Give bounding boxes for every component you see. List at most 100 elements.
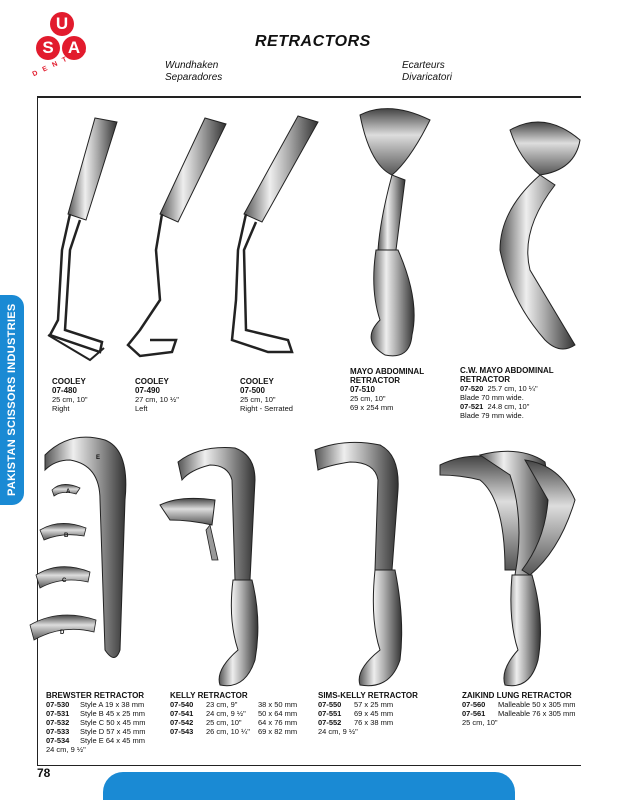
- variant-row: 07-533 Style D 57 x 45 mm: [46, 727, 145, 736]
- variant-desc: Malleable 50 x 305 mm: [498, 700, 576, 709]
- variant-dim: 38 x 50 mm: [258, 700, 298, 709]
- product-code: 07-520: [460, 384, 484, 393]
- brewster-letter-e: E: [96, 455, 101, 461]
- variant-row: 07-543 26 cm, 10 ¼" 69 x 82 mm: [170, 727, 297, 736]
- product-note: Left: [135, 404, 148, 413]
- product-code: 07-531: [46, 709, 70, 718]
- brewster-letter-b: B: [64, 533, 69, 539]
- variant-dim: 69 x 82 mm: [258, 727, 298, 736]
- cooley-490-illustration: [126, 117, 227, 358]
- variant-size: 26 cm, 10 ¼": [206, 727, 250, 736]
- cw-mayo-illustration: [499, 121, 581, 350]
- product-size: 24.8 cm, 10": [487, 402, 530, 411]
- variant-size: 23 cm, 9": [206, 700, 238, 709]
- variant-dim: 50 x 64 mm: [258, 709, 298, 718]
- title-german: Wundhaken: [165, 60, 219, 71]
- variant-desc: Style B 45 x 25 mm: [80, 709, 146, 718]
- product-size: 27 cm, 10 ½": [135, 395, 179, 404]
- variant-row: 07-530 Style A 19 x 38 mm: [46, 700, 145, 709]
- title-french: Ecarteurs: [402, 60, 445, 71]
- product-size: 25 cm, 10": [462, 718, 498, 727]
- product-name: COOLEY: [240, 377, 274, 386]
- logo-letter-a: A: [62, 36, 86, 60]
- product-code: 07-561: [462, 709, 486, 718]
- page-title: RETRACTORS: [255, 33, 371, 50]
- zaikind-illustration: [439, 450, 576, 687]
- product-name: KELLY RETRACTOR: [170, 691, 248, 700]
- header-rule: [37, 96, 581, 98]
- brewster-label: BREWSTER RETRACTOR 07-530 Style A 19 x 38…: [46, 691, 145, 754]
- sims-kelly-illustration: [314, 441, 403, 687]
- variant-desc: Style A 19 x 38 mm: [80, 700, 145, 709]
- cooley-500-label: COOLEY 07-500 25 cm, 10" Right - Serrate…: [240, 377, 293, 413]
- kelly-illustration: [159, 447, 259, 687]
- product-note: Blade 70 mm wide.: [460, 393, 524, 402]
- mayo-label: MAYO ABDOMINAL RETRACTOR 07-510 25 cm, 1…: [350, 367, 424, 412]
- product-code: 07-521: [460, 402, 484, 411]
- product-size: 24 cm, 9 ½": [46, 745, 86, 754]
- brewster-letter-a: A: [66, 489, 71, 495]
- product-code: 07-540: [170, 700, 194, 709]
- product-code: 07-534: [46, 736, 70, 745]
- product-code: 07-533: [46, 727, 70, 736]
- product-code: 07-532: [46, 718, 70, 727]
- product-name-2: RETRACTOR: [350, 376, 401, 385]
- cooley-500-illustration: [230, 115, 319, 354]
- cooley-490-label: COOLEY 07-490 27 cm, 10 ½" Left: [135, 377, 179, 413]
- variant-row: 07-531 Style B 45 x 25 mm: [46, 709, 145, 718]
- variant-row: 07-520 25.7 cm, 10 ¼": [460, 384, 554, 393]
- variant-row: 07-540 23 cm, 9" 38 x 50 mm: [170, 700, 297, 709]
- product-name: MAYO ABDOMINAL: [350, 367, 425, 376]
- product-name: COOLEY: [52, 377, 86, 386]
- title-spanish: Separadores: [165, 72, 223, 83]
- kelly-label: KELLY RETRACTOR 07-540 23 cm, 9" 38 x 50 m…: [170, 691, 297, 736]
- variant-size: 24 cm, 9 ½": [206, 709, 246, 718]
- product-code: 07-543: [170, 727, 194, 736]
- product-name: COOLEY: [135, 377, 169, 386]
- product-size: 24 cm, 9 ½": [318, 727, 358, 736]
- variant-dim: 64 x 76 mm: [258, 718, 298, 727]
- bottom-tab: [103, 772, 515, 800]
- product-code: 07-510: [350, 385, 375, 394]
- product-code: 07-560: [462, 700, 486, 709]
- brewster-illustration: [29, 436, 127, 658]
- product-code: 07-542: [170, 718, 194, 727]
- usa-dental-logo: U S A DENTAL: [22, 12, 100, 92]
- product-code: 07-500: [240, 386, 265, 395]
- product-name: BREWSTER RETRACTOR: [46, 691, 145, 700]
- page-number: 78: [37, 766, 51, 780]
- product-note: Blade 79 mm wide.: [460, 411, 524, 420]
- side-tab: [0, 295, 24, 505]
- title-italian: Divaricatori: [402, 72, 453, 83]
- variant-size: 25 cm, 10": [206, 718, 242, 727]
- cooley-480-label: COOLEY 07-480 25 cm, 10" Right: [52, 377, 88, 413]
- product-code: 07-480: [52, 386, 77, 395]
- product-name: C.W. MAYO ABDOMINAL: [460, 366, 554, 375]
- cw-mayo-label: C.W. MAYO ABDOMINAL RETRACTOR 07-520 25.…: [460, 366, 554, 420]
- product-size: 25 cm, 10": [52, 395, 88, 404]
- variant-desc: Style C 50 x 45 mm: [80, 718, 146, 727]
- brewster-letter-c: C: [62, 578, 67, 584]
- logo-letter-s: S: [36, 36, 60, 60]
- cooley-480-illustration: [47, 117, 118, 362]
- variant-desc: Style D 57 x 45 mm: [80, 727, 146, 736]
- product-note: Right - Serrated: [240, 404, 293, 413]
- brewster-letter-d: D: [60, 630, 65, 636]
- variant-dim: 57 x 25 mm: [354, 700, 394, 709]
- product-code: 07-551: [318, 709, 342, 718]
- variant-row: 07-521 24.8 cm, 10": [460, 402, 554, 411]
- variant-row: 07-560 Malleable 50 x 305 mm: [462, 700, 576, 709]
- product-size: 25 cm, 10": [350, 394, 386, 403]
- product-code: 07-530: [46, 700, 70, 709]
- product-note: 69 x 254 mm: [350, 403, 394, 412]
- product-code: 07-550: [318, 700, 342, 709]
- variant-dim: 69 x 45 mm: [354, 709, 394, 718]
- page-frame: [37, 96, 581, 766]
- logo-letter-u: U: [50, 12, 74, 36]
